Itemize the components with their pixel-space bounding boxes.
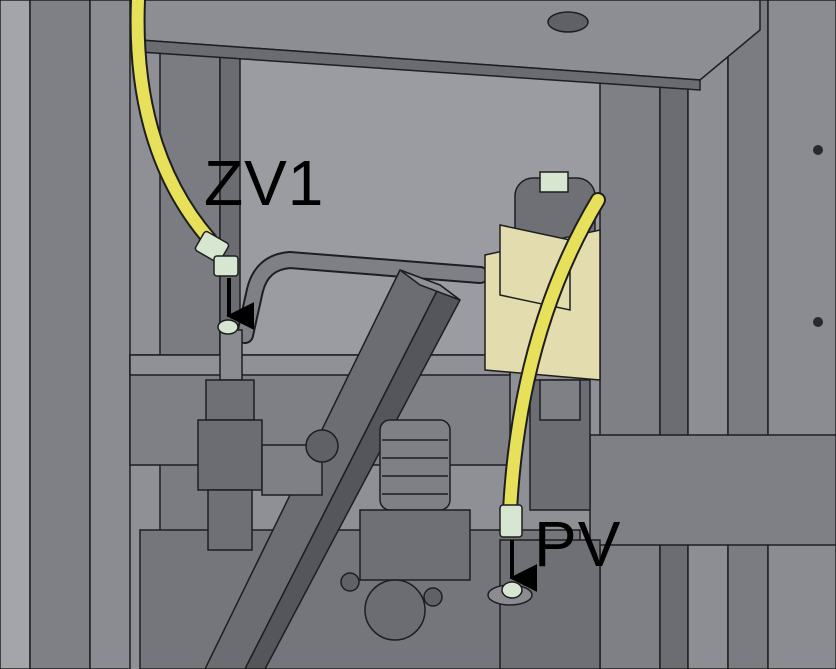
- fitting-zv1: [194, 230, 230, 264]
- right-frame: [599, 0, 836, 669]
- port-pv: [501, 581, 523, 599]
- port-zv1: [217, 319, 239, 335]
- callout-label-pv: PV: [534, 508, 622, 580]
- fitting-pv: [499, 504, 523, 538]
- pump-bellows: [340, 419, 471, 641]
- valve-block-zv1: [197, 329, 339, 551]
- cross-bar: [129, 354, 836, 546]
- callout-label-zv1: ZV1: [204, 147, 325, 219]
